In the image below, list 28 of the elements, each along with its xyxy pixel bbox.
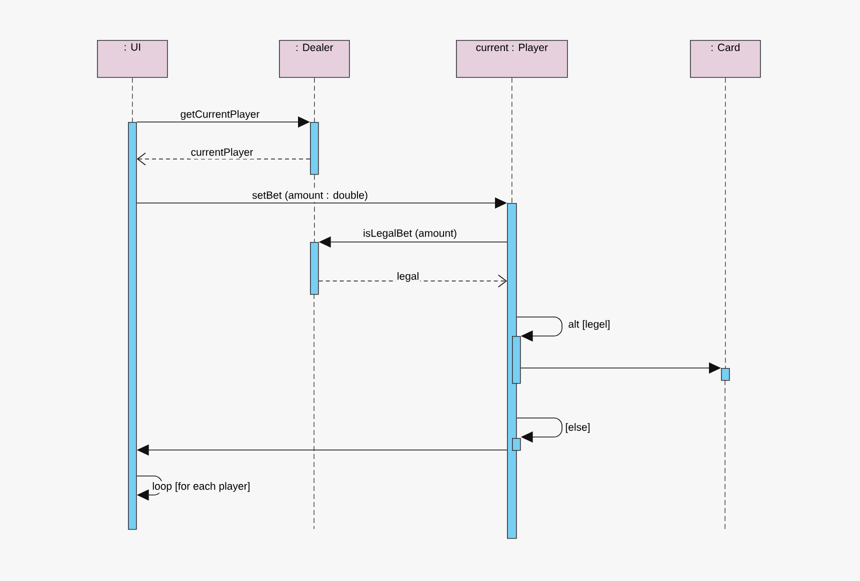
lifeline (725, 77, 726, 368)
activation-bar (721, 368, 730, 381)
edge-label: [else] (564, 422, 592, 434)
lifeline (132, 77, 133, 122)
edge-label: alt [legel] (567, 319, 612, 331)
arrow (516, 418, 562, 443)
activation-bar (512, 336, 521, 384)
arrow (516, 316, 562, 342)
activation-bar (512, 438, 521, 451)
arrow (136, 476, 162, 501)
edge-label: isLegalBet (amount) (362, 228, 458, 240)
lifeline-head-box: : Dealer (279, 40, 350, 78)
edge-label: setBet (amount : double) (251, 190, 369, 202)
lifeline (314, 174, 315, 242)
lifeline-head-box: : Card (690, 40, 761, 78)
activation-bar (128, 122, 137, 530)
activation-bar (507, 203, 517, 539)
lifeline (314, 77, 315, 122)
edge-label: getCurrentPlayer (179, 109, 261, 121)
arrow (136, 152, 310, 166)
lifeline-head-box: current : Player (456, 40, 568, 78)
arrow (318, 274, 507, 288)
edge-label: legal (396, 271, 420, 283)
activation-bar (310, 122, 319, 175)
activation-bar (310, 242, 319, 295)
edge-label: loop [for each player] (151, 481, 252, 493)
edge-label: currentPlayer (190, 147, 254, 159)
lifeline-head-box: : UI (97, 40, 168, 78)
